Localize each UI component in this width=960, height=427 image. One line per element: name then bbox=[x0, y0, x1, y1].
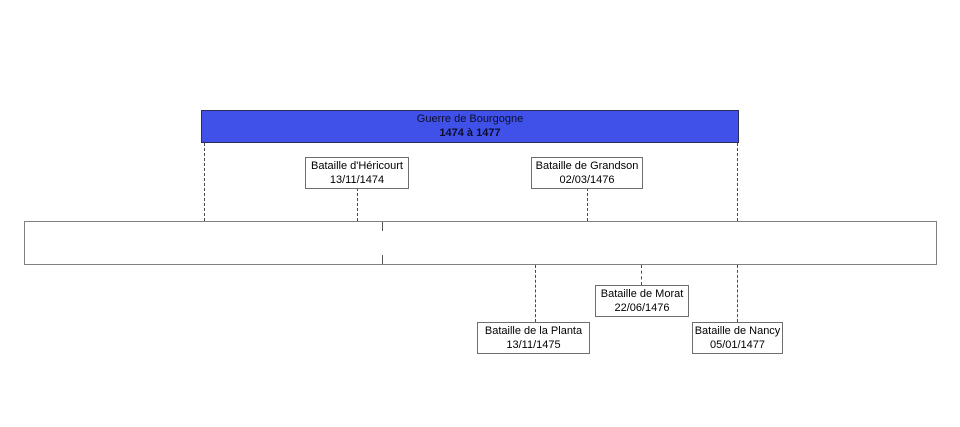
event-name: Bataille de Morat bbox=[600, 287, 684, 300]
event-name: Bataille de Grandson bbox=[535, 159, 639, 172]
connector-event-bataille-de-morat bbox=[641, 265, 642, 285]
connector-event-bataille-de-nancy bbox=[737, 265, 738, 322]
connector-event-bataille-dhericourt bbox=[357, 188, 358, 221]
connector-period-start bbox=[204, 143, 205, 221]
event-name: Bataille d'Héricourt bbox=[311, 159, 403, 172]
event-box-bataille-de-nancy[interactable]: Bataille de Nancy 05/01/1477 bbox=[692, 322, 783, 354]
event-date: 02/03/1476 bbox=[559, 174, 615, 186]
event-box-bataille-dhericourt[interactable]: Bataille d'Héricourt 13/11/1474 bbox=[305, 157, 409, 189]
event-date: 05/01/1477 bbox=[709, 339, 766, 351]
period-bar-range: 1474 à 1477 bbox=[439, 126, 501, 139]
period-bar-label: Guerre de Bourgogne bbox=[416, 112, 524, 125]
event-name: Bataille de Nancy bbox=[694, 324, 781, 337]
band-tick-bottom bbox=[382, 255, 383, 264]
connector-event-bataille-de-grandson bbox=[587, 188, 588, 221]
connector-period-end bbox=[737, 143, 738, 221]
event-box-bataille-de-grandson[interactable]: Bataille de Grandson 02/03/1476 bbox=[531, 157, 643, 189]
event-date: 22/06/1476 bbox=[614, 302, 670, 314]
event-box-bataille-de-la-planta[interactable]: Bataille de la Planta 13/11/1475 bbox=[477, 322, 590, 354]
event-name: Bataille de la Planta bbox=[484, 324, 583, 337]
event-date: 13/11/1474 bbox=[329, 174, 385, 186]
connector-event-bataille-de-la-planta bbox=[535, 265, 536, 322]
event-date: 13/11/1475 bbox=[506, 339, 561, 351]
period-bar-guerre-de-bourgogne[interactable]: Guerre de Bourgogne 1474 à 1477 bbox=[201, 110, 739, 143]
timeline-band[interactable] bbox=[24, 221, 937, 265]
band-tick-top bbox=[382, 222, 383, 231]
event-box-bataille-de-morat[interactable]: Bataille de Morat 22/06/1476 bbox=[595, 285, 689, 317]
